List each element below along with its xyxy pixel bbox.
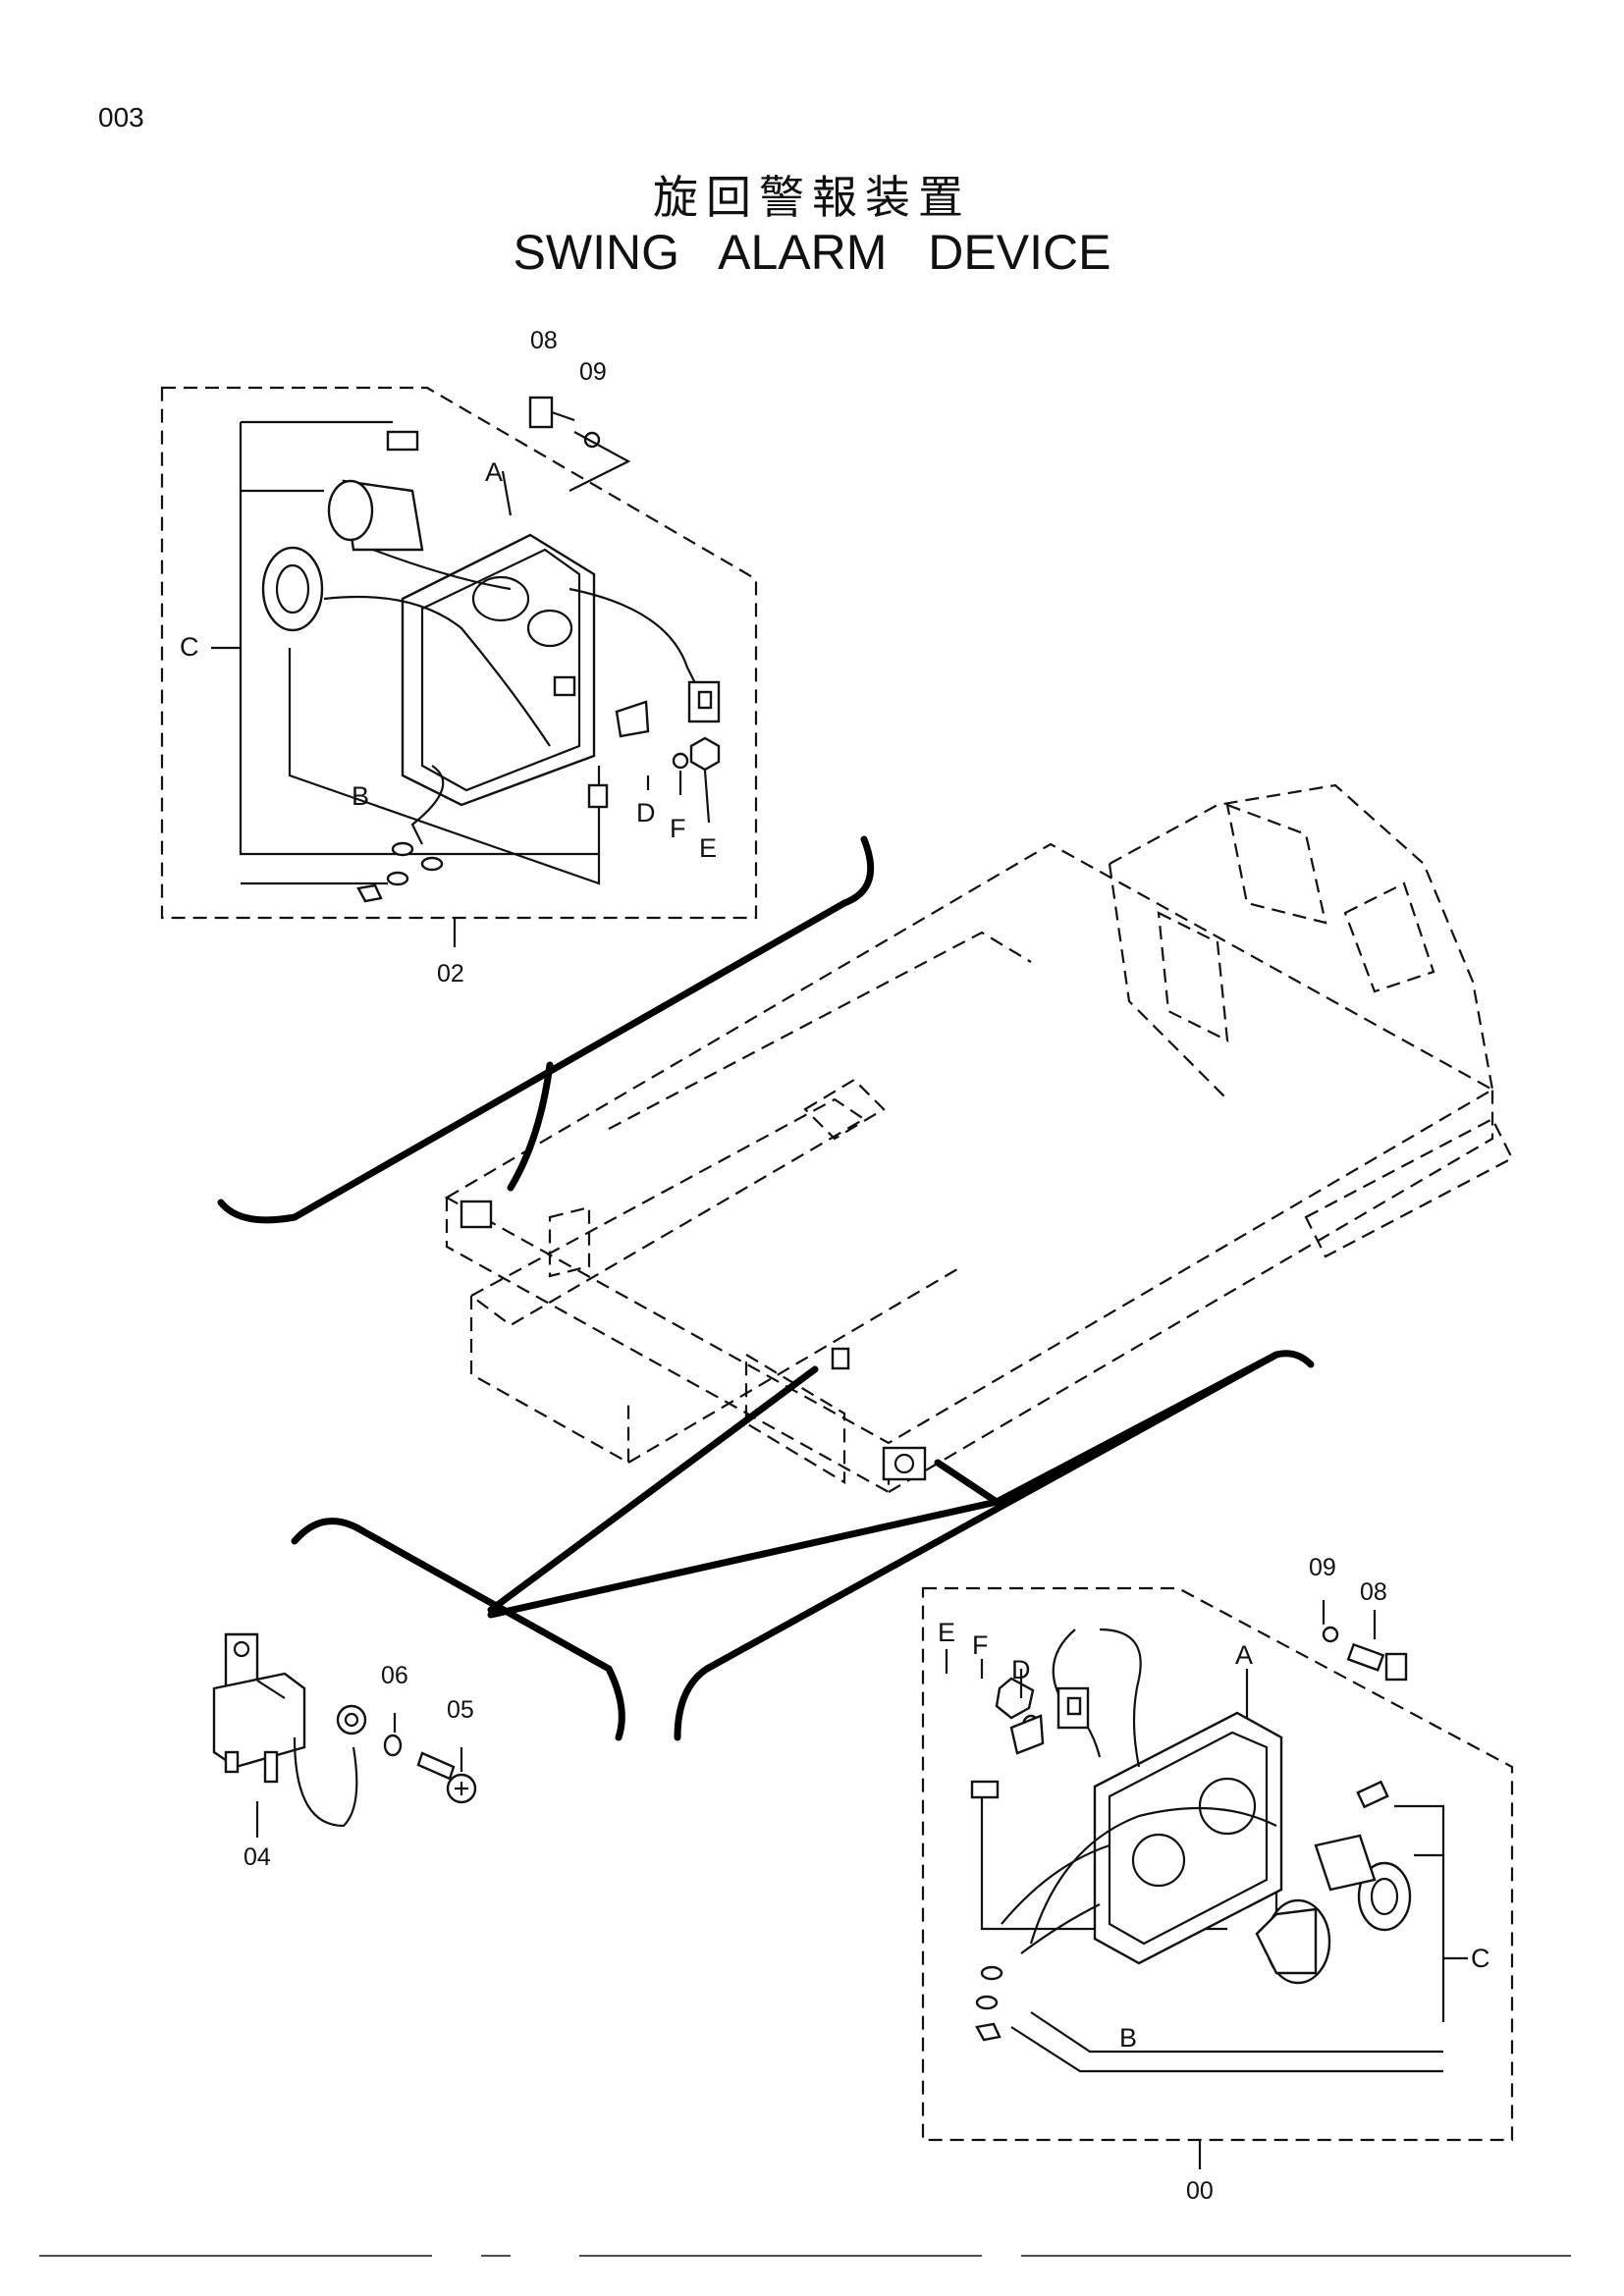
lower-callout-assembly: 00 bbox=[1186, 2177, 1214, 2205]
upper-callout-c: C bbox=[180, 632, 199, 662]
lower-callout-e: E bbox=[938, 1618, 955, 1647]
title-english: SWING ALARM DEVICE bbox=[513, 225, 1111, 280]
lower-callout-c: C bbox=[1471, 1944, 1490, 1973]
relay-callout-screw: 05 bbox=[447, 1696, 474, 1724]
lower-callout-washer: 09 bbox=[1309, 1554, 1336, 1581]
lower-callout-bolt: 08 bbox=[1360, 1578, 1387, 1606]
lower-callout-b: B bbox=[1119, 2023, 1137, 2053]
upper-callout-b: B bbox=[352, 781, 369, 811]
relay-callouts: 06 05 04 bbox=[244, 1662, 474, 1871]
lower-callout-f: F bbox=[972, 1630, 989, 1660]
lower-callout-d: D bbox=[1011, 1655, 1031, 1684]
relay-callout-relay: 04 bbox=[244, 1843, 271, 1871]
page-number: 003 bbox=[98, 102, 144, 133]
upper-assembly-detail bbox=[160, 386, 758, 947]
upper-callout-bolt: 08 bbox=[530, 327, 558, 354]
mount-point-rear bbox=[460, 1200, 927, 1481]
upper-callout-a: A bbox=[485, 457, 503, 487]
upper-callouts: 08 09 A C B D F E 02 bbox=[180, 327, 717, 988]
lower-callouts: 09 08 E F D A C B 00 bbox=[938, 1554, 1490, 2205]
relay-callout-washer: 06 bbox=[381, 1662, 408, 1689]
upper-callout-washer: 09 bbox=[579, 358, 607, 386]
upper-callout-assembly: 02 bbox=[437, 960, 464, 988]
excavator-outline bbox=[444, 783, 1514, 1494]
upper-callout-e: E bbox=[699, 833, 717, 863]
title-japanese: 旋回警報装置 bbox=[653, 171, 971, 224]
lower-assembly-detail bbox=[921, 1586, 1514, 2169]
upper-callout-f: F bbox=[670, 814, 686, 843]
lower-callout-a: A bbox=[1235, 1640, 1253, 1670]
upper-callout-d: D bbox=[636, 798, 656, 828]
leader-curves bbox=[217, 835, 1315, 1741]
relay-group bbox=[212, 1632, 477, 1838]
